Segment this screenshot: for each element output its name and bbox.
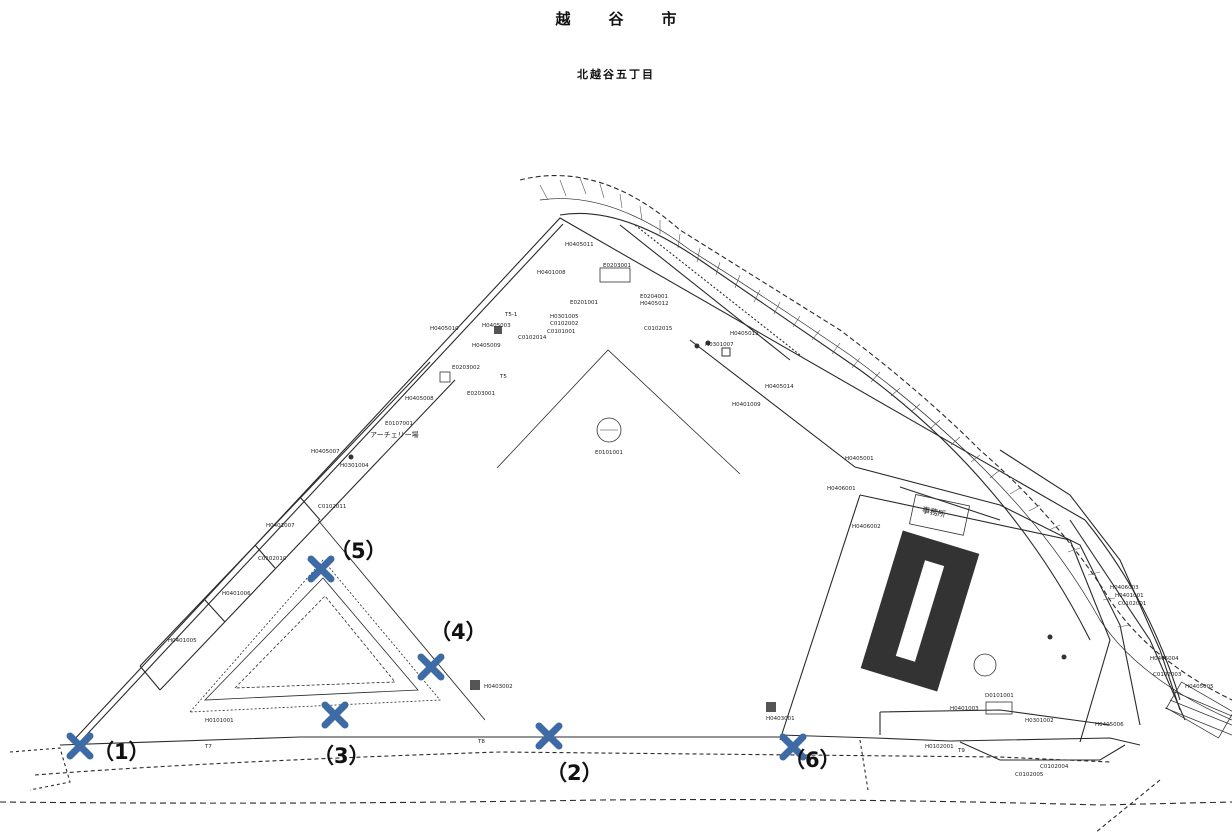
code-label: H0406002 bbox=[852, 524, 881, 530]
code-label: H0405007 bbox=[311, 449, 340, 455]
office-label: 事務所 bbox=[921, 504, 947, 519]
marker-label-1: （1） bbox=[93, 740, 150, 764]
code-label: T9 bbox=[957, 748, 965, 754]
code-label: T7 bbox=[204, 744, 212, 750]
code-label: E0201001 bbox=[570, 300, 598, 306]
code-label: E0203001 bbox=[467, 391, 495, 397]
district-title: 北越谷五丁目 bbox=[577, 68, 655, 81]
code-label: E0203002 bbox=[452, 365, 480, 371]
city-title: 越谷市 bbox=[555, 10, 715, 28]
marker-label-3: （3） bbox=[313, 744, 370, 768]
code-label: H0401001 bbox=[1115, 593, 1144, 599]
river-hatching bbox=[539, 177, 1131, 628]
code-label: H0405009 bbox=[472, 343, 501, 349]
code-label: H0102001 bbox=[925, 744, 954, 750]
code-label: C0102005 bbox=[1015, 772, 1044, 778]
code-label: H0301002 bbox=[1025, 718, 1054, 724]
code-label: H0401007 bbox=[266, 523, 295, 529]
code-label: H0405010 bbox=[430, 326, 459, 332]
code-label: H0301005 bbox=[550, 314, 579, 320]
code-label: E0203001 bbox=[603, 263, 631, 269]
code-label: H0405005 bbox=[1185, 684, 1214, 690]
buildings bbox=[348, 267, 1232, 739]
code-label: C0102001 bbox=[1118, 601, 1146, 607]
center-label: E0101001 bbox=[595, 450, 623, 456]
marker-label-5: （5） bbox=[330, 539, 387, 563]
code-label: H0403002 bbox=[484, 684, 513, 690]
code-label: H0405003 bbox=[482, 323, 511, 329]
code-label: E0204001 bbox=[640, 294, 668, 300]
code-label: H0406001 bbox=[827, 486, 856, 492]
code-label: C0102010 bbox=[258, 556, 287, 562]
code-label: T5 bbox=[499, 374, 507, 380]
code-label: C0102003 bbox=[1153, 672, 1182, 678]
code-label: H0405008 bbox=[405, 396, 434, 402]
code-label: H0405006 bbox=[1095, 722, 1124, 728]
code-label: H0401008 bbox=[537, 270, 566, 276]
marker-label-2: （2） bbox=[546, 761, 603, 785]
code-label: C0102002 bbox=[550, 321, 578, 327]
code-label: C0102015 bbox=[644, 326, 673, 332]
code-label: T5-1 bbox=[504, 312, 517, 318]
marker-x-icon bbox=[417, 653, 445, 681]
code-label: H0406003 bbox=[1110, 585, 1139, 591]
code-label: D0101001 bbox=[985, 693, 1014, 699]
code-label: H0405014 bbox=[765, 384, 794, 390]
code-label: H0301004 bbox=[340, 463, 369, 469]
code-label: C0102004 bbox=[1040, 764, 1069, 770]
marker-label-4: （4） bbox=[430, 620, 487, 644]
code-label: H0405013 bbox=[730, 331, 759, 337]
marker-x-icon bbox=[535, 722, 563, 750]
marker-x-icon bbox=[307, 555, 335, 583]
code-label: H0405011 bbox=[565, 242, 594, 248]
code-label: C0102011 bbox=[318, 504, 346, 510]
code-label: H0101001 bbox=[205, 718, 234, 724]
map-annotations: H0405011 E0203001 H0401008 E0204001 H040… bbox=[168, 242, 1214, 778]
code-label: H0405012 bbox=[640, 301, 669, 307]
site-outline bbox=[0, 175, 1232, 833]
code-label: H0403001 bbox=[766, 716, 795, 722]
code-label: H0401009 bbox=[732, 402, 761, 408]
code-label: H0301007 bbox=[705, 342, 734, 348]
marker-x-icon bbox=[66, 732, 94, 760]
code-label: C0101001 bbox=[547, 329, 575, 335]
code-label: T8 bbox=[477, 739, 485, 745]
code-label: H0401005 bbox=[168, 638, 197, 644]
code-label: E0107001 bbox=[385, 421, 413, 427]
marker-x-icon bbox=[321, 701, 349, 729]
code-label: C0102014 bbox=[518, 335, 547, 341]
marker-label-6: （6） bbox=[784, 748, 841, 772]
marker-x-icon bbox=[779, 733, 807, 761]
archery-label: アーチェリー場 bbox=[370, 430, 419, 439]
code-label: H0401006 bbox=[222, 591, 251, 597]
code-label: H0405004 bbox=[1150, 656, 1179, 662]
code-label: H0401003 bbox=[950, 706, 979, 712]
code-label: H0405001 bbox=[845, 456, 874, 462]
